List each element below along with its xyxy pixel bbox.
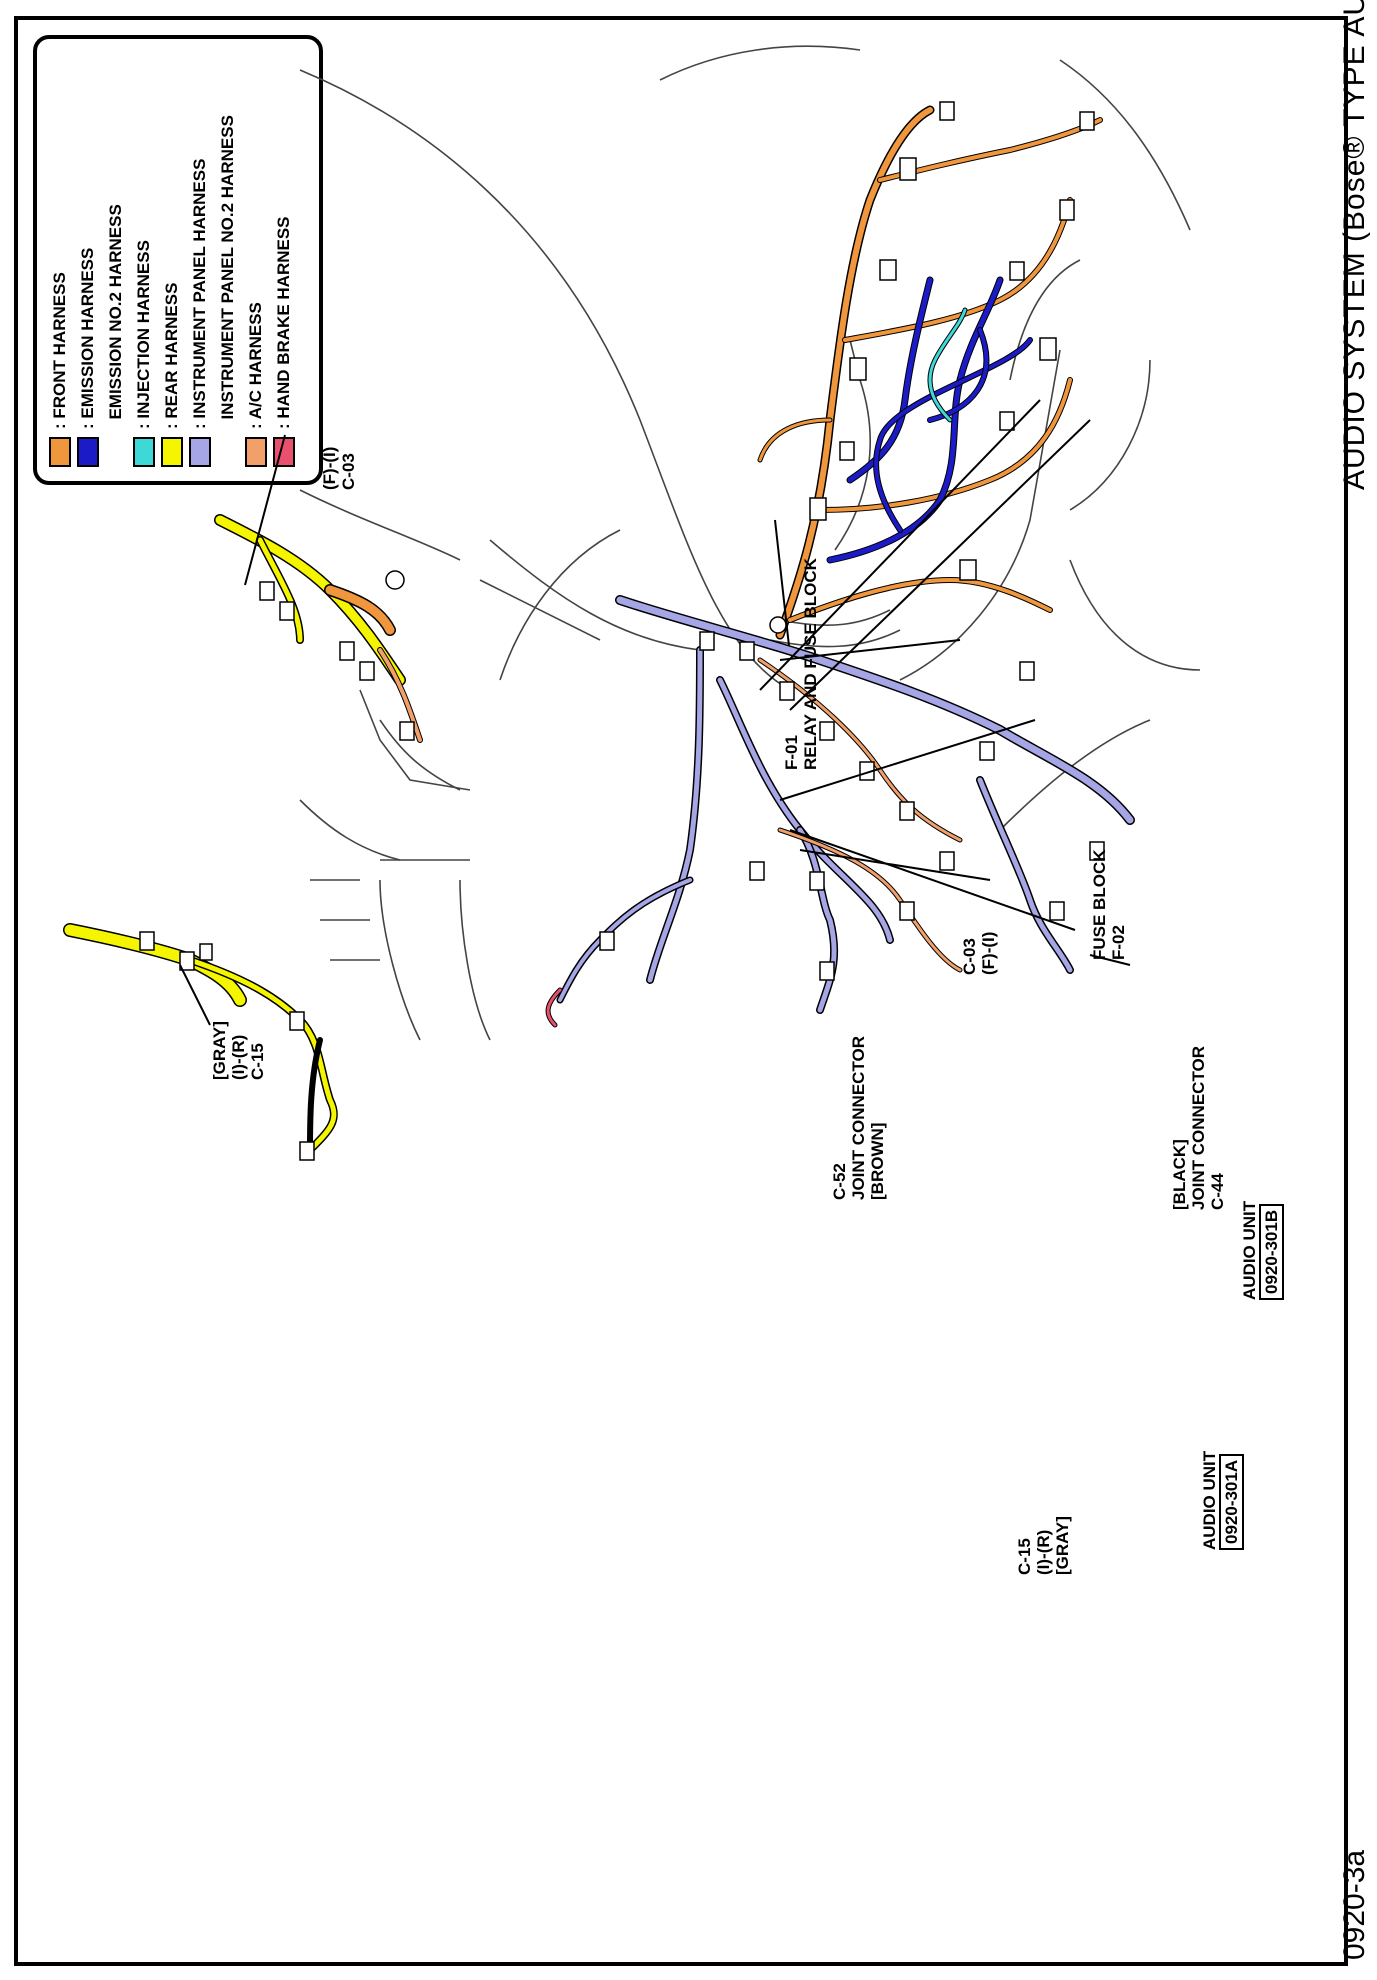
c15-right-code: C-15 bbox=[1015, 1538, 1034, 1575]
callout-c52: C-52 JOINT CONNECTOR [BROWN] bbox=[830, 1036, 887, 1200]
c15-right-color: [GRAY] bbox=[1053, 1516, 1072, 1575]
front-harness-engine bbox=[757, 105, 1103, 640]
c44-color: [BLACK] bbox=[1170, 1139, 1189, 1210]
callout-c44: [BLACK] JOINT CONNECTOR C-44 bbox=[1170, 1046, 1227, 1210]
dashboard-outline bbox=[379, 529, 1201, 1041]
f02-name: FUSE BLOCK bbox=[1090, 849, 1109, 961]
c52-code: C-52 bbox=[830, 1163, 849, 1200]
callout-c03-left: (F)-(I) C-03 bbox=[320, 447, 358, 490]
callout-c15-left: [GRAY] (I)-(R) C-15 bbox=[210, 1021, 267, 1080]
rear-harness-lower bbox=[63, 923, 338, 1154]
c44-name: JOINT CONNECTOR bbox=[1189, 1045, 1208, 1210]
engine-connectors bbox=[769, 101, 1095, 634]
c52-name: JOINT CONNECTOR bbox=[849, 1035, 868, 1200]
rear-left-connectors bbox=[259, 570, 415, 741]
rear-body-outline bbox=[299, 489, 601, 961]
c15-right-mate: (I)-(R) bbox=[1034, 1529, 1053, 1575]
engine-bay-outline bbox=[299, 45, 1191, 691]
dash-leaders bbox=[759, 399, 1091, 931]
callout-audio-unit-b: AUDIO UNIT 0920-301B bbox=[1240, 1201, 1284, 1300]
c15-right-leader bbox=[1089, 954, 1131, 966]
f01-leader bbox=[774, 519, 791, 656]
c44-code: C-44 bbox=[1208, 1173, 1227, 1210]
c52-color: [BROWN] bbox=[868, 1122, 887, 1200]
c03-right-mate: (F)-(I) bbox=[979, 931, 998, 975]
callout-audio-unit-a: AUDIO UNIT 0920-301A bbox=[1200, 1451, 1244, 1550]
dash-connectors bbox=[599, 631, 1105, 981]
callout-f01: F-01 RELAY AND FUSE BLOCK bbox=[782, 558, 820, 770]
c15-left-color: [GRAY] bbox=[210, 1021, 229, 1080]
callout-f02: FUSE BLOCK F-02 bbox=[1090, 850, 1128, 961]
c03-left-code: C-03 bbox=[339, 453, 358, 490]
c03-left-mate: (F)-(I) bbox=[320, 446, 339, 490]
c15-left-code: C-15 bbox=[248, 1043, 267, 1080]
rear-lower-connectors bbox=[139, 931, 315, 1161]
callout-c15-right: C-15 (I)-(R) [GRAY] bbox=[1015, 1516, 1072, 1575]
f01-name: RELAY AND FUSE BLOCK bbox=[801, 558, 820, 770]
hand-brake-harness bbox=[545, 987, 563, 1028]
audio-a-name: AUDIO UNIT bbox=[1200, 1450, 1219, 1550]
callout-c03-right: C-03 (F)-(I) bbox=[960, 932, 998, 975]
injection-harness-engine bbox=[927, 307, 968, 423]
front-harness-left bbox=[324, 584, 423, 743]
audio-a-ref: 0920-301A bbox=[1219, 1453, 1244, 1550]
f02-code: F-02 bbox=[1109, 925, 1128, 960]
audio-b-ref: 0920-301B bbox=[1259, 1203, 1284, 1300]
c15-left-mate: (I)-(R) bbox=[229, 1034, 248, 1080]
c03-right-code: C-03 bbox=[960, 938, 979, 975]
rear-harness-left bbox=[214, 514, 406, 686]
c15-left-leader bbox=[179, 964, 211, 1026]
c03-left-leader bbox=[244, 434, 286, 586]
f01-code: F-01 bbox=[782, 735, 801, 770]
audio-b-name: AUDIO UNIT bbox=[1240, 1200, 1259, 1300]
instrument-panel-harness bbox=[556, 595, 1135, 1014]
